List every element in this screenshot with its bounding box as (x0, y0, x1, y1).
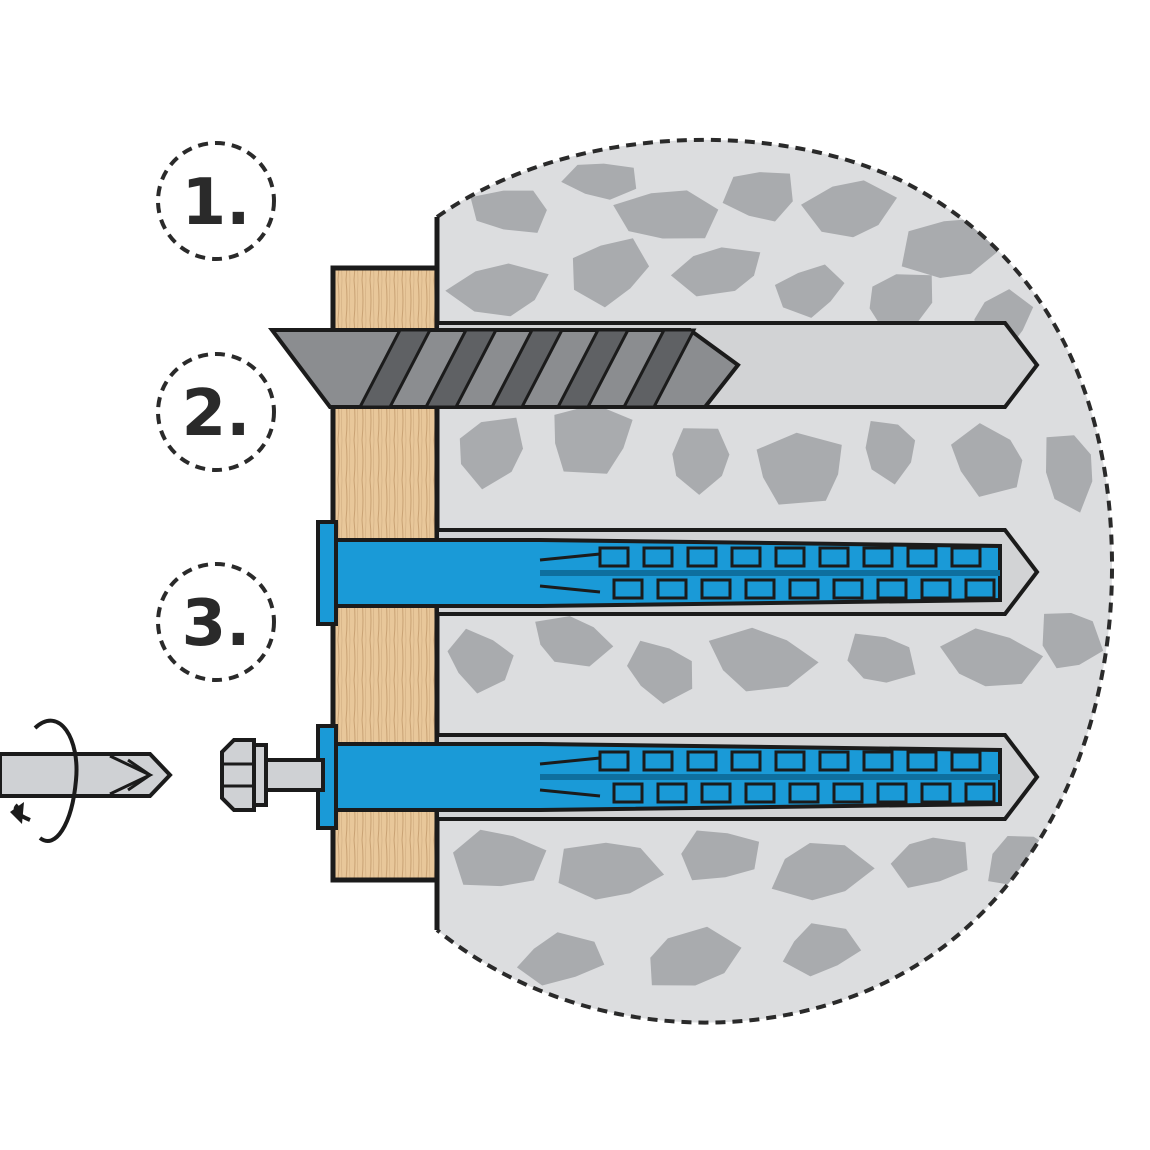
stone (801, 180, 897, 238)
stone (459, 417, 523, 490)
wall-plug-ribs (539, 750, 1000, 804)
stone (558, 842, 665, 900)
stone (613, 190, 719, 239)
svg-text:1.: 1. (182, 166, 251, 240)
drill-flute (489, 328, 565, 409)
stone (470, 190, 547, 233)
stone (681, 830, 760, 881)
stone (516, 932, 605, 986)
stone (722, 172, 793, 222)
stone (670, 247, 761, 297)
svg-text:3.: 3. (182, 587, 251, 661)
stone (951, 423, 1023, 497)
stone (453, 829, 547, 887)
stone (756, 432, 842, 505)
step-badge-3: 3. (156, 562, 276, 682)
wall-plug-with-screw (316, 724, 1040, 830)
drill-bit-flutes (357, 328, 697, 409)
step-badge-1: 1. (156, 141, 276, 261)
stone (708, 627, 819, 692)
stone (447, 628, 514, 694)
stone (535, 616, 614, 667)
stone (445, 263, 549, 317)
masonry-stones (445, 163, 1104, 986)
drill-flute (621, 328, 697, 409)
stone (940, 628, 1044, 687)
stone (865, 421, 916, 485)
stone (771, 843, 875, 901)
stone (901, 218, 998, 278)
hex-screw-icon (220, 738, 325, 812)
stone (650, 926, 742, 986)
stone (1046, 435, 1093, 513)
stone (782, 923, 862, 977)
screwdriver-bit-icon (0, 752, 173, 798)
wall-plug-icon (316, 520, 1040, 626)
drill-flute (357, 328, 433, 409)
stone (774, 264, 845, 318)
drill-flute (555, 328, 631, 409)
stone (672, 428, 730, 495)
stone (869, 274, 933, 333)
stone (1042, 613, 1104, 669)
step-badge-2: 2. (156, 352, 276, 472)
drill-flute (423, 328, 499, 409)
stone (554, 404, 633, 474)
drill-bit-icon (267, 321, 1040, 409)
svg-text:2.: 2. (182, 377, 251, 451)
stone (627, 640, 693, 704)
wall-plug-ribs (539, 546, 1000, 600)
stone (847, 633, 916, 683)
stone (890, 837, 968, 888)
stone (572, 238, 650, 308)
rotation-arrow-icon (10, 718, 79, 843)
stone (561, 163, 637, 200)
